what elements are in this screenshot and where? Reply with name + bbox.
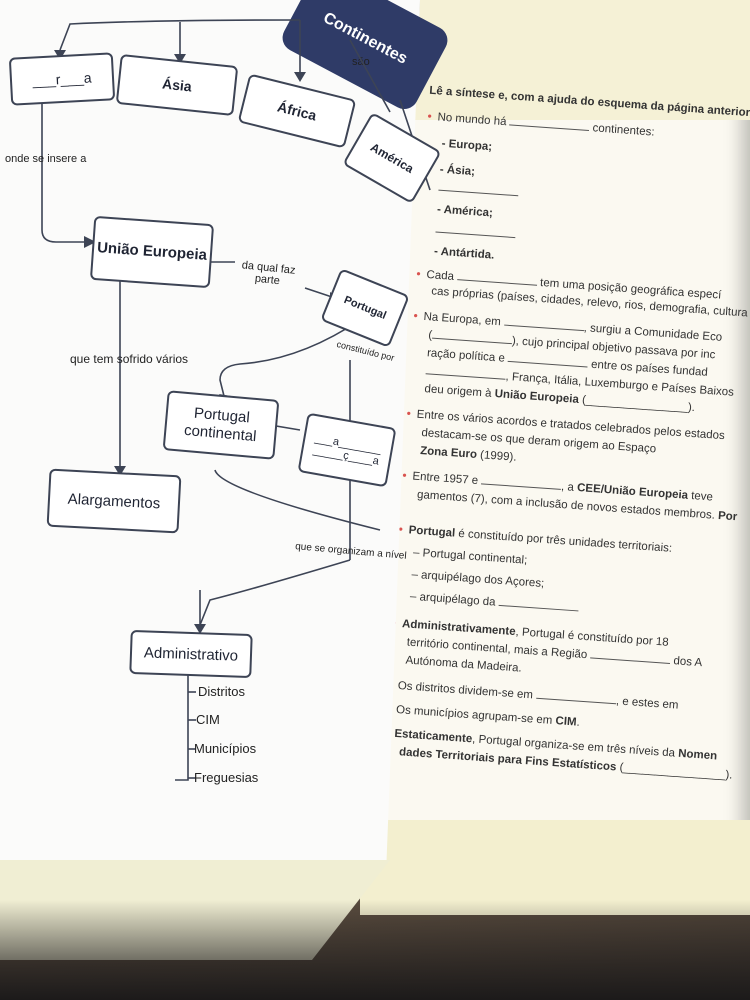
- admin-item-freguesias: Freguesias: [194, 770, 259, 785]
- box-alargamentos: Alargamentos: [46, 468, 182, 534]
- admin-item-cim: CIM: [196, 712, 220, 727]
- admin-item-municipios: Municípios: [194, 741, 257, 756]
- right-page-footer-band: [360, 820, 750, 915]
- box-portugal-continental: Portugal continental: [162, 390, 280, 460]
- admin-item-distritos: Distritos: [198, 684, 245, 699]
- table-shadow: [0, 900, 750, 1000]
- box-administrativo: Administrativo: [129, 629, 253, 679]
- label-onde-se-insere: onde se insere a: [5, 153, 87, 165]
- box-uniao-europeia: União Europeia: [89, 215, 215, 289]
- label-sao: são: [352, 56, 370, 68]
- label-que-tem-sofrido: que tem sofrido vários: [70, 352, 189, 366]
- continent-box-europa: ___r___a: [8, 52, 116, 106]
